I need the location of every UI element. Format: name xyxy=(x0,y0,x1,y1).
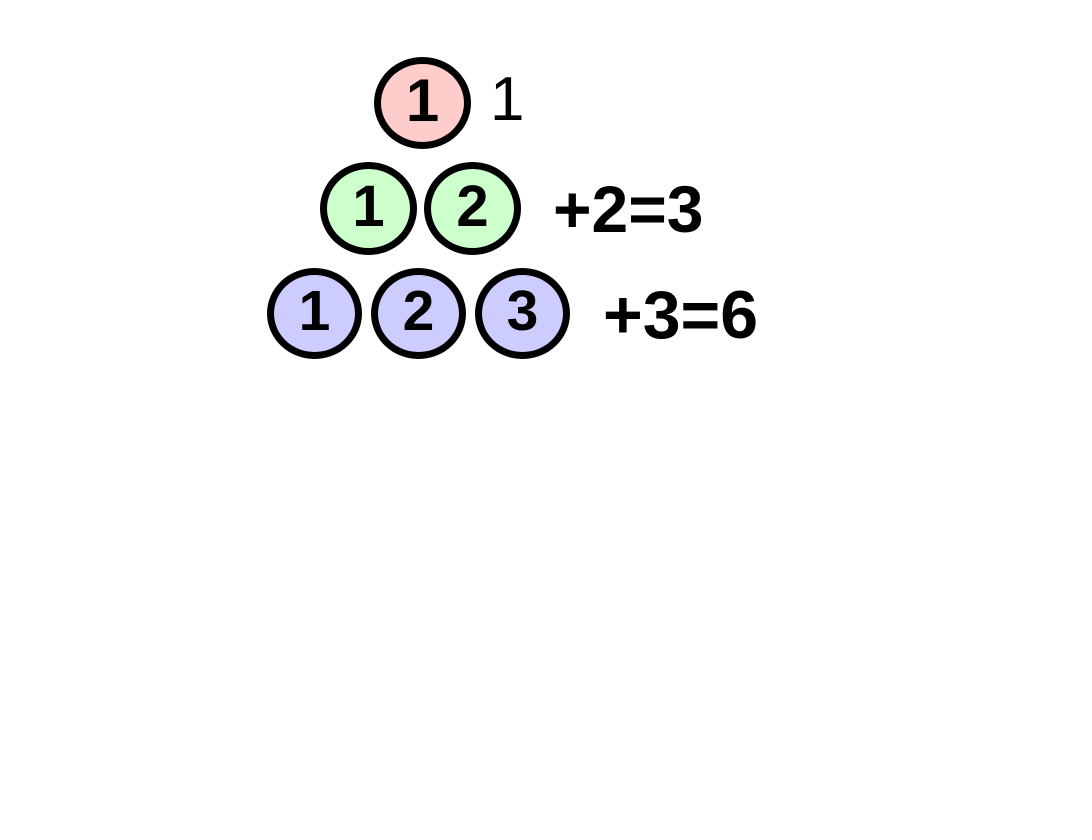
row-3-contents: 1 2 3 +3=6 xyxy=(267,268,758,359)
disc-row2-item2[interactable]: 2 xyxy=(424,162,521,255)
disc-row3-item1[interactable]: 1 xyxy=(267,268,362,359)
disc-label: 3 xyxy=(506,279,539,343)
row-3-caption: +3=6 xyxy=(603,276,759,353)
pyramid-row-1: 1 1 xyxy=(0,57,1092,149)
row-1-caption: 1 xyxy=(490,65,525,134)
disc-label: 1 xyxy=(298,279,331,343)
disc-row3-item2[interactable]: 2 xyxy=(371,268,466,359)
disc-label: 1 xyxy=(352,173,385,239)
disc-label: 2 xyxy=(456,173,489,239)
disc-row2-item1[interactable]: 1 xyxy=(320,162,417,255)
disc-label: 2 xyxy=(402,279,435,343)
disc-row3-item3[interactable]: 3 xyxy=(475,268,570,359)
pyramid-row-2: 1 2 +2=3 xyxy=(0,162,1092,255)
row-2-contents: 1 2 +2=3 xyxy=(320,162,704,255)
disc-label: 1 xyxy=(405,67,440,134)
row-2-caption: +2=3 xyxy=(553,171,704,246)
disc-row1-item1[interactable]: 1 xyxy=(374,57,471,149)
row-1-contents: 1 1 xyxy=(374,57,524,149)
pyramid-row-3: 1 2 3 +3=6 xyxy=(0,268,1092,359)
